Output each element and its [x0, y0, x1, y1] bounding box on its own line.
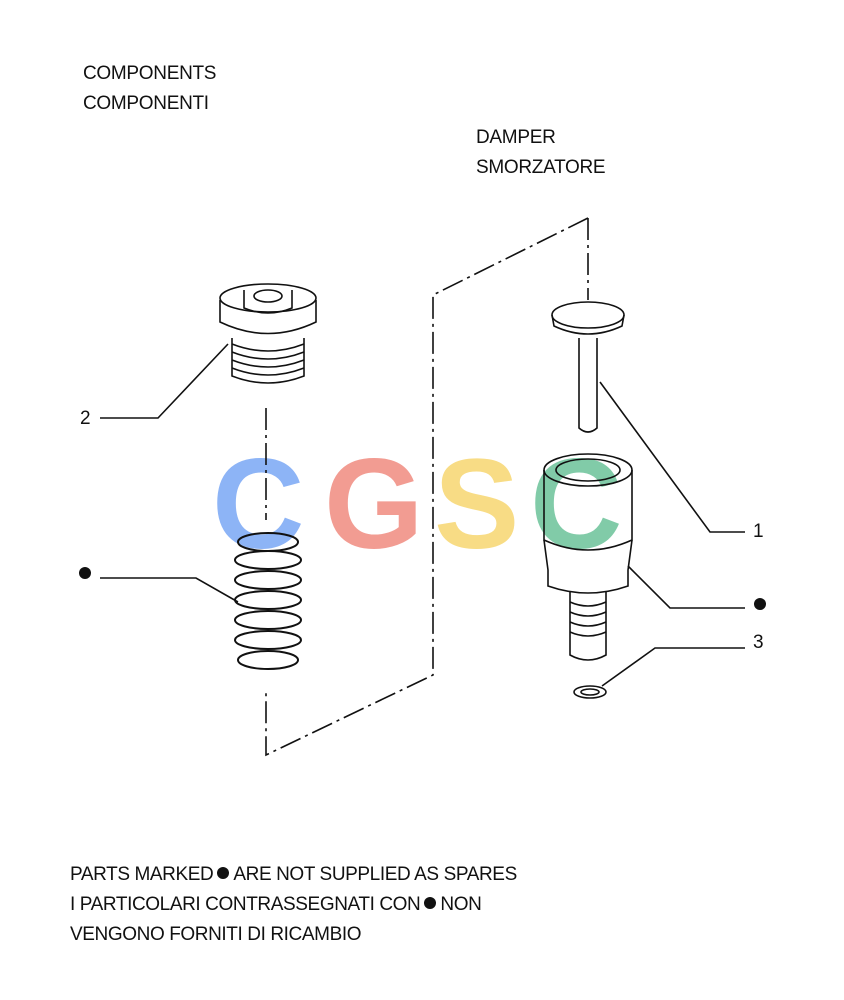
bullet-marker-icon: [424, 897, 437, 909]
components-heading-italian: COMPONENTI: [83, 93, 209, 114]
cgsc-watermark: C G S C: [212, 433, 622, 576]
damper-heading-italian: SMORZATORE: [476, 157, 606, 178]
leader-line-spring: [100, 577, 239, 603]
note-line-3: VENGONO FORNITI DI RICAMBIO: [70, 924, 362, 945]
watermark-letter-g: G: [324, 433, 424, 576]
note-line-1-before: PARTS MARKED: [70, 864, 214, 885]
bullet-marker-icon: [217, 867, 230, 879]
note-line-2-after: NON: [440, 894, 482, 915]
callout-3: 3: [753, 632, 764, 653]
washer-part: [573, 685, 607, 699]
note-line-1-after: ARE NOT SUPPLIED AS SPARES: [233, 864, 517, 885]
not-supplied-marker-spring: [79, 567, 91, 579]
note-line-2-before: I PARTICOLARI CONTRASSEGNATI CON: [70, 894, 421, 915]
damper-heading: DAMPER: [476, 127, 556, 148]
callout-1: 1: [753, 521, 764, 542]
not-supplied-marker-body: [754, 598, 766, 610]
leader-line-body: [627, 565, 745, 609]
plug-part: [219, 283, 317, 384]
watermark-letter-c1: C: [212, 433, 304, 576]
leader-line-part2: [100, 343, 229, 419]
damper-pin-part: [551, 301, 625, 433]
spring-part: [234, 532, 302, 670]
leader-line-part1: [599, 381, 745, 533]
components-heading: COMPONENTS: [83, 63, 217, 84]
callout-2: 2: [80, 408, 91, 429]
note-line-1: PARTS MARKED ARE NOT SUPPLIED AS SPARES: [70, 863, 517, 887]
damper-body-part: [543, 453, 633, 661]
note-line-2: I PARTICOLARI CONTRASSEGNATI CON NON: [70, 893, 482, 917]
watermark-letter-s: S: [434, 433, 519, 576]
leader-line-part3: [601, 647, 745, 687]
assembly-centerline: [265, 217, 589, 757]
